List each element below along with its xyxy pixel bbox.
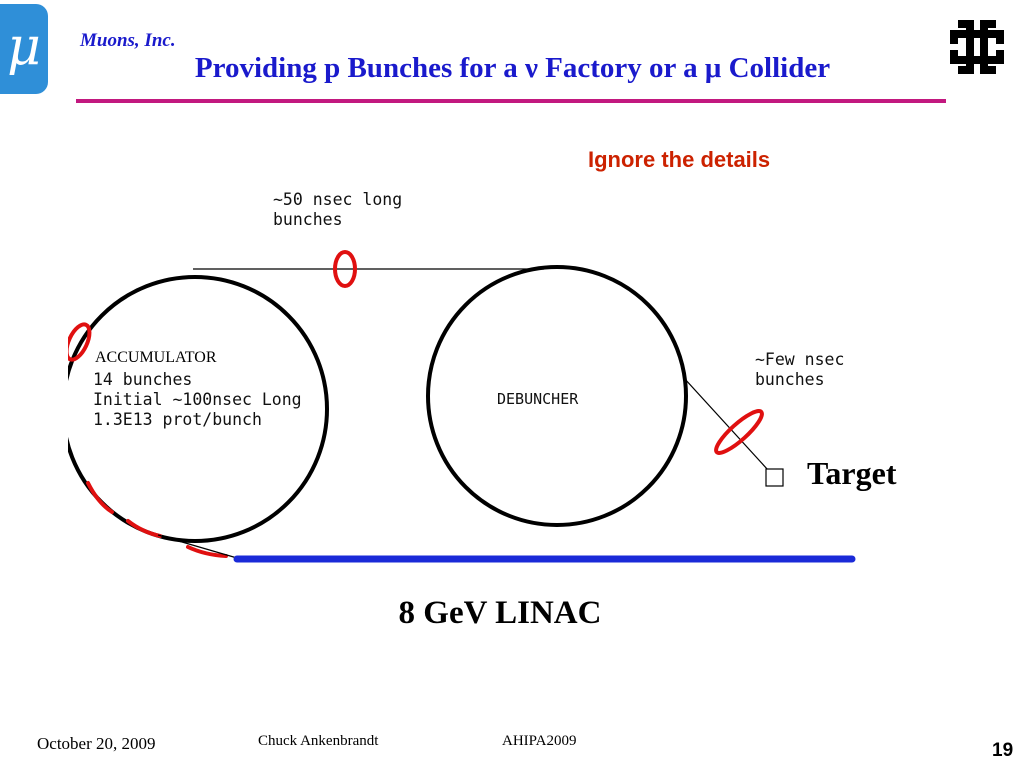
accumulator-detail-line: Initial ~100nsec Long (93, 390, 302, 409)
long-bunch-label-line: bunches (273, 210, 343, 229)
ignore-details-note: Ignore the details (588, 147, 771, 172)
page-number: 19 (992, 740, 1014, 761)
footer-author: Chuck Ankenbrandt (258, 733, 379, 749)
short-bunch-label: ~Few nsec bunches (755, 350, 844, 390)
short-bunch-label-line: ~Few nsec (755, 350, 845, 369)
transfer-line-bottom (157, 534, 238, 559)
long-bunch (333, 250, 357, 288)
short-bunch-label-line: bunches (755, 370, 825, 389)
slide-title: Providing p Bunches for a ν Factory or a… (194, 52, 831, 84)
target-label: Target (807, 455, 897, 491)
debuncher-label: DEBUNCHER (497, 390, 579, 408)
long-bunch-label: ~50 nsec long bunches (273, 190, 402, 230)
accumulator-title: ACCUMULATOR (95, 349, 217, 366)
footer-date: October 20, 2009 (37, 734, 156, 753)
short-bunch (714, 409, 764, 455)
accumulator-details: 14 bunches Initial ~100nsec Long 1.3E13 … (93, 370, 302, 430)
linac-label: 8 GeV LINAC (398, 595, 602, 631)
accumulator-detail-line: 1.3E13 prot/bunch (93, 410, 262, 429)
company-name: Muons, Inc. (80, 30, 176, 51)
extraction-line (683, 377, 769, 471)
accumulator-ring (68, 275, 329, 543)
mu-logo-icon: μ (0, 4, 48, 94)
footer-conference: AHIPA2009 (502, 733, 577, 749)
accumulator-bunches (68, 322, 228, 558)
fermilab-logo-icon (950, 20, 1004, 74)
accumulator-detail-line: 14 bunches (93, 370, 193, 389)
debuncher-ring (426, 265, 688, 527)
title-divider (76, 99, 946, 103)
long-bunch-label-line: ~50 nsec long (273, 190, 403, 209)
target-box (765, 468, 784, 487)
